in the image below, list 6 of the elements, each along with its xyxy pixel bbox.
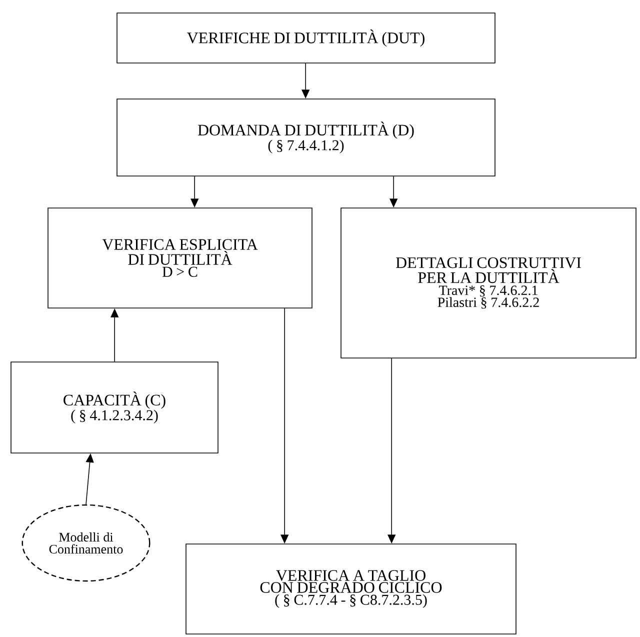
process-box: DOMANDA DI DUTTILITÀ (D) ( § 7.4.4.1.2) [116,98,496,176]
process-box: CAPACITÀ (C) ( § 4.1.2.3.4.2) [10,362,218,454]
process-box: DETTAGLI COSTRUTTIVI PER LA DUTTILITÀ Travi* § 7.4.6.2.1 Pilastri § 7.4.6.2.2 [340,208,636,358]
process-box: VERIFICA ESPLICITA DI DUTTILITÀ D > C [48,208,312,308]
process-box: VERIFICA A TAGLIO CON DEGRADO CICLICO ( § C.7.7.4 - § C8.7.2.3.5) [186,544,516,634]
process-box: VERIFICHE DI DUTTILITÀ (DUT) [116,12,496,64]
